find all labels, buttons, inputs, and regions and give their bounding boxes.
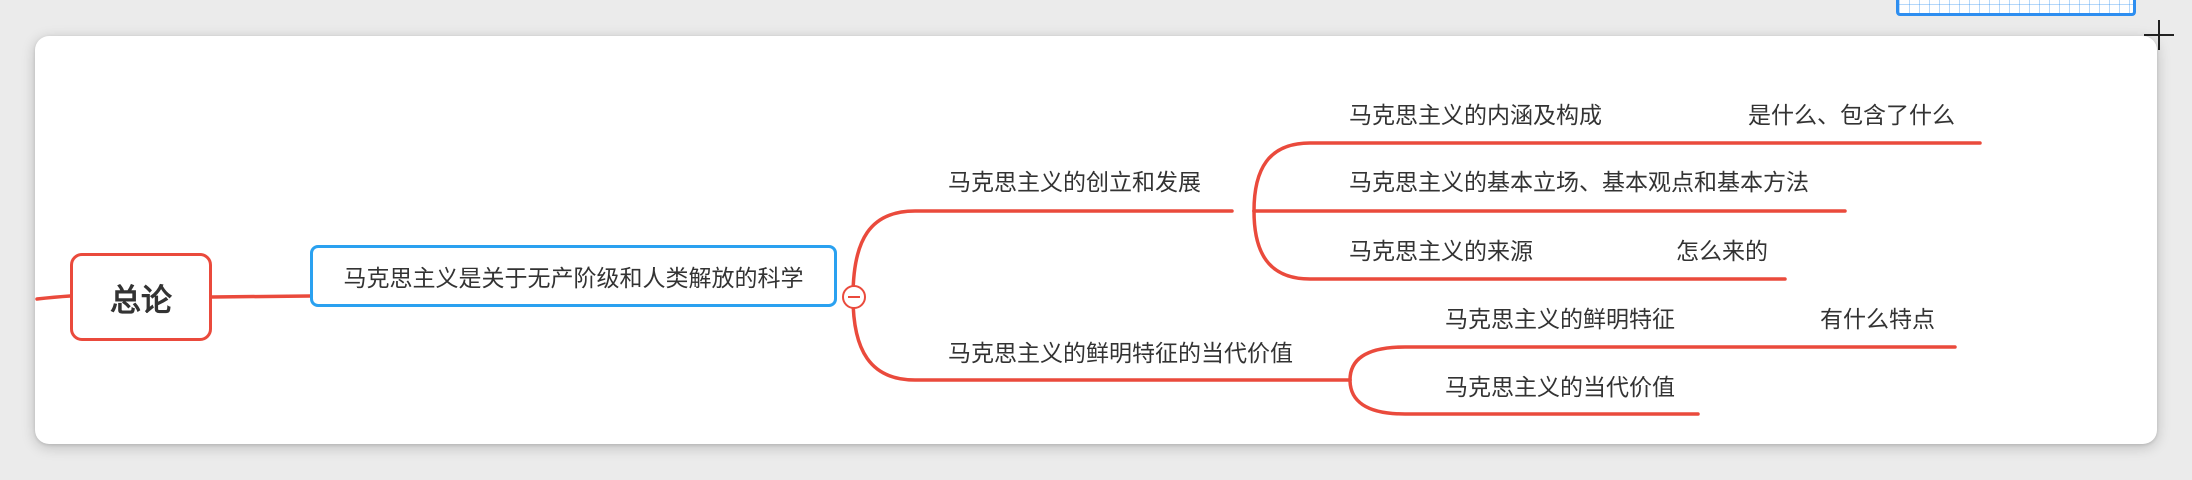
main-topic-label: 马克思主义是关于无产阶级和人类解放的科学 bbox=[343, 266, 804, 292]
subtopic-b1-c3[interactable]: 马克思主义的来源 bbox=[1349, 239, 1533, 265]
connector-b2-c2 bbox=[1348, 378, 1700, 416]
minus-circle-icon[interactable] bbox=[842, 285, 866, 309]
root-topic[interactable]: 总论 bbox=[70, 253, 212, 341]
connector-main-branch1 bbox=[851, 209, 1234, 299]
subtopic-branch1[interactable]: 马克思主义的创立和发展 bbox=[948, 170, 1201, 196]
subtopic-b2-c1[interactable]: 马克思主义的鲜明特征 bbox=[1445, 307, 1675, 333]
subtopic-branch2[interactable]: 马克思主义的鲜明特征的当代价值 bbox=[948, 341, 1293, 367]
subtopic-b1-c1[interactable]: 马克思主义的内涵及构成 bbox=[1349, 103, 1602, 129]
note-b1-c3[interactable]: 怎么来的 bbox=[1676, 239, 1768, 265]
note-b1-c1[interactable]: 是什么、包含了什么 bbox=[1748, 103, 1955, 129]
mindmap-card bbox=[35, 36, 2157, 444]
connector-main-branch2 bbox=[851, 295, 1352, 382]
connector-b1-c1 bbox=[1252, 141, 1982, 213]
connector-root-main bbox=[210, 294, 312, 299]
crosshair-plus-icon bbox=[2142, 18, 2176, 52]
subtopic-b2-c2[interactable]: 马克思主义的当代价值 bbox=[1445, 375, 1675, 401]
subtopic-b1-c2[interactable]: 马克思主义的基本立场、基本观点和基本方法 bbox=[1349, 170, 1809, 196]
connector-b1-c3 bbox=[1252, 209, 1787, 281]
connector-b2-c1 bbox=[1348, 345, 1957, 382]
note-b2-c1[interactable]: 有什么特点 bbox=[1820, 307, 1935, 333]
minimap-panel[interactable] bbox=[1896, 0, 2136, 16]
main-topic-selected[interactable]: 马克思主义是关于无产阶级和人类解放的科学 bbox=[310, 245, 837, 307]
connector-incoming bbox=[35, 294, 72, 301]
root-topic-label: 总论 bbox=[110, 282, 172, 319]
